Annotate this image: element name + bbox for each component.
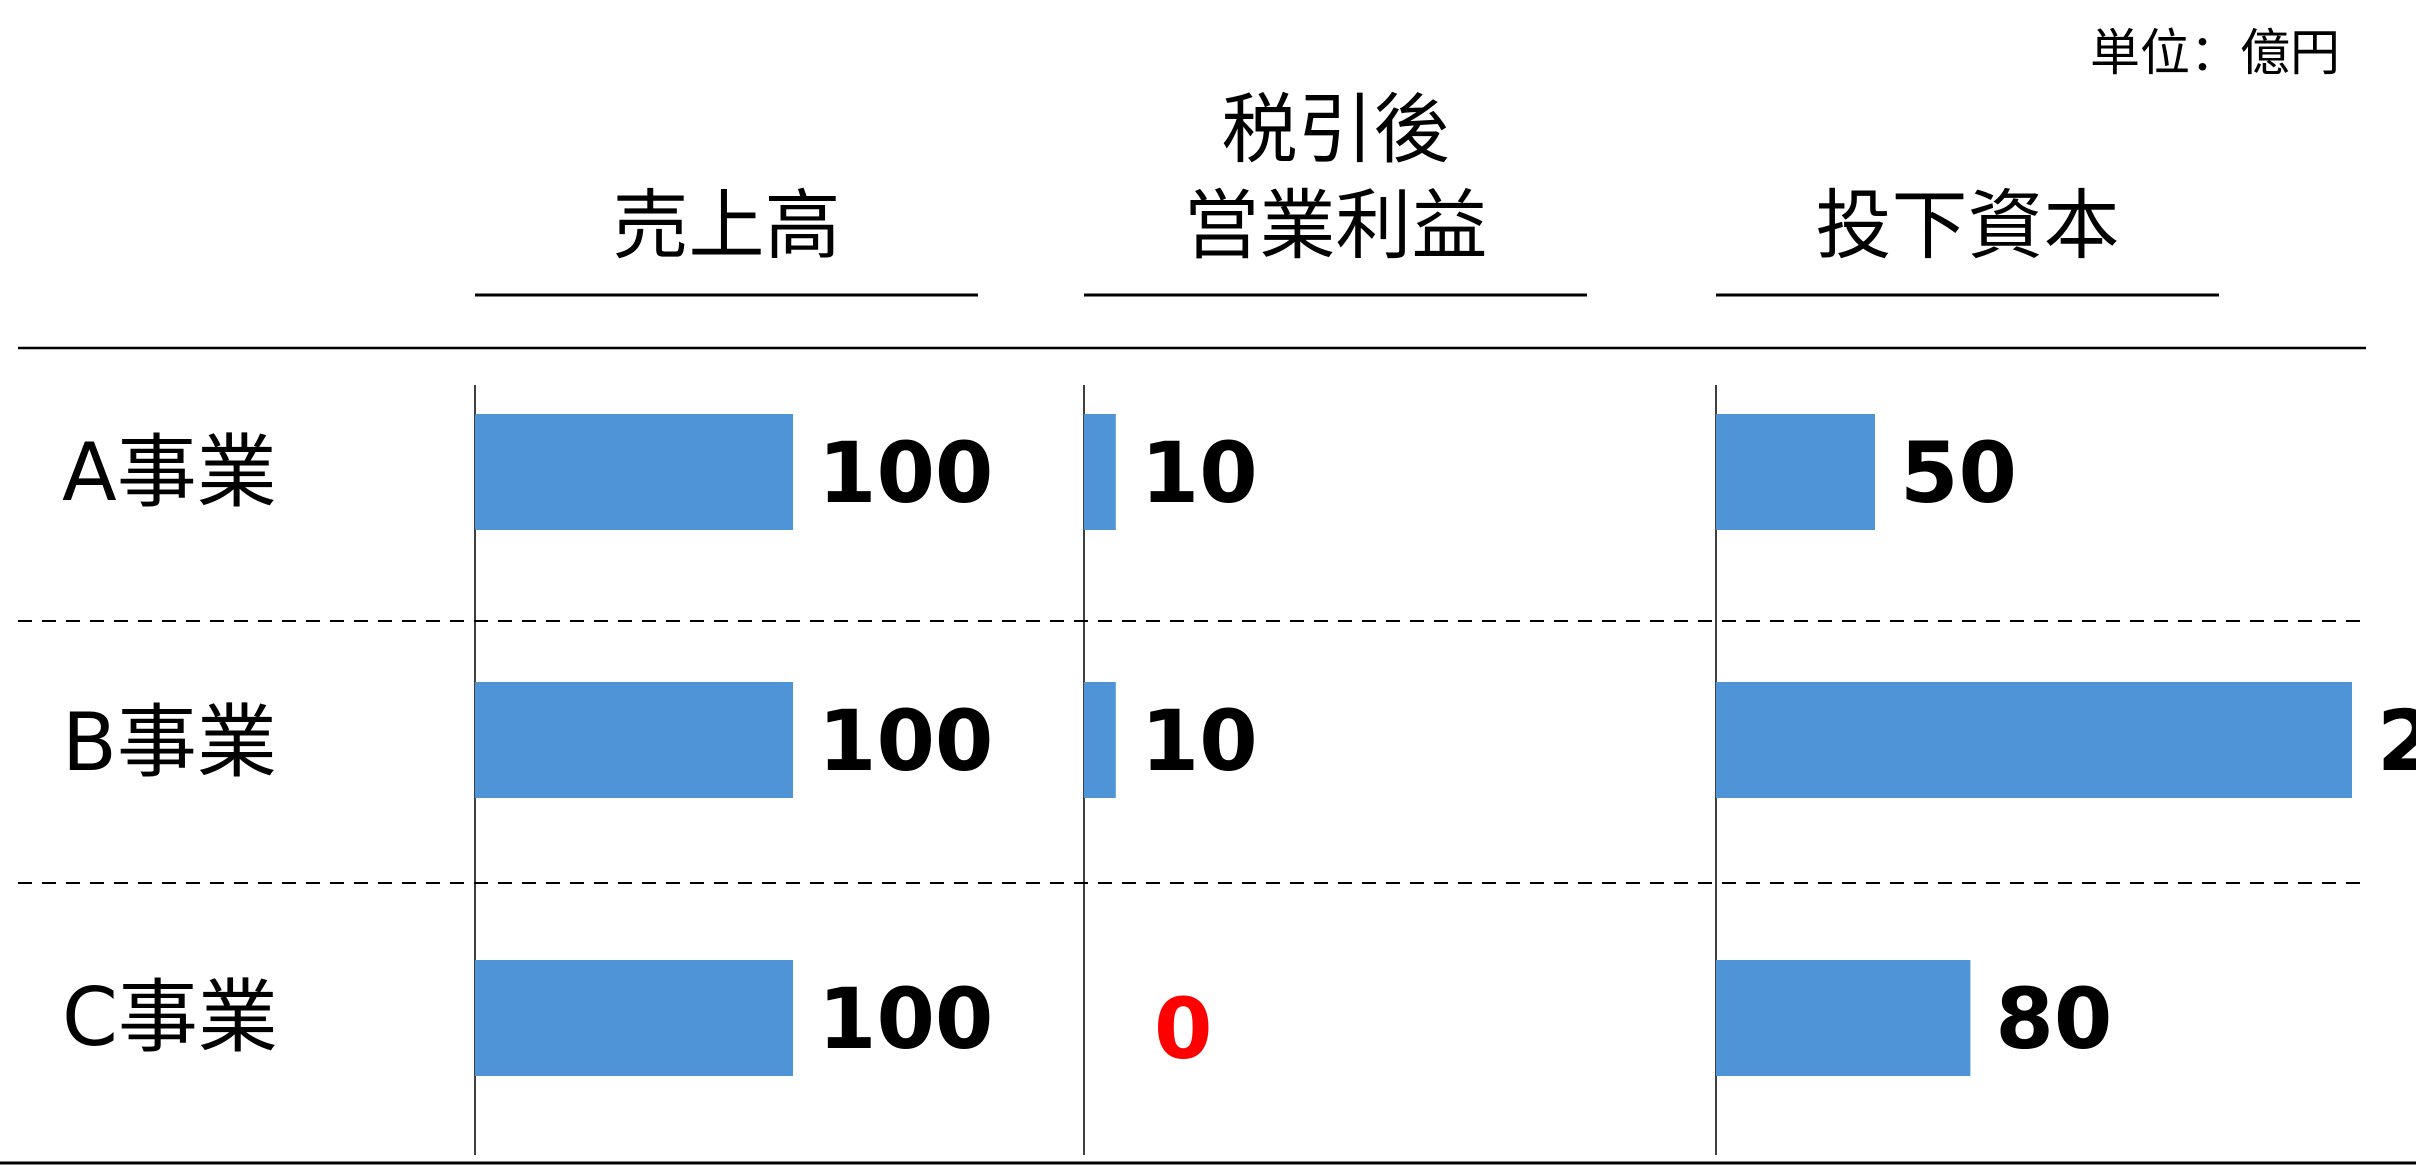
column-header-3-line-1: 投下資本 [1816,181,2120,270]
value-label-2-3: 0 [1154,980,1212,1078]
value-label-3-1: 50 [1900,424,2017,522]
unit-label: 単位：億円 [2090,24,2340,82]
value-label-1-1: 100 [818,424,993,522]
row-label-c: C事業 [62,971,278,1064]
bar-2-1 [1084,414,1116,530]
value-label-2-1: 10 [1141,424,1258,522]
value-label-2-2: 10 [1141,692,1258,790]
value-label-3-2: 200 [2377,692,2416,790]
value-label-3-3: 80 [1995,970,2112,1068]
bar-3-2 [1716,682,2352,798]
row-label-b: B事業 [62,696,277,789]
column-header-2-line-2: 営業利益 [1184,181,1488,270]
bar-1-3 [475,960,793,1076]
bar-3-3 [1716,960,1971,1076]
value-label-1-3: 100 [818,970,993,1068]
bar-3-1 [1716,414,1875,530]
bar-2-2 [1084,682,1116,798]
column-header-1-line-1: 売上高 [613,181,841,270]
row-label-a: A事業 [62,426,277,519]
bar-1-1 [475,414,793,530]
bar-1-2 [475,682,793,798]
column-header-2-line-1: 税引後 [1222,85,1450,174]
value-label-1-2: 100 [818,692,993,790]
